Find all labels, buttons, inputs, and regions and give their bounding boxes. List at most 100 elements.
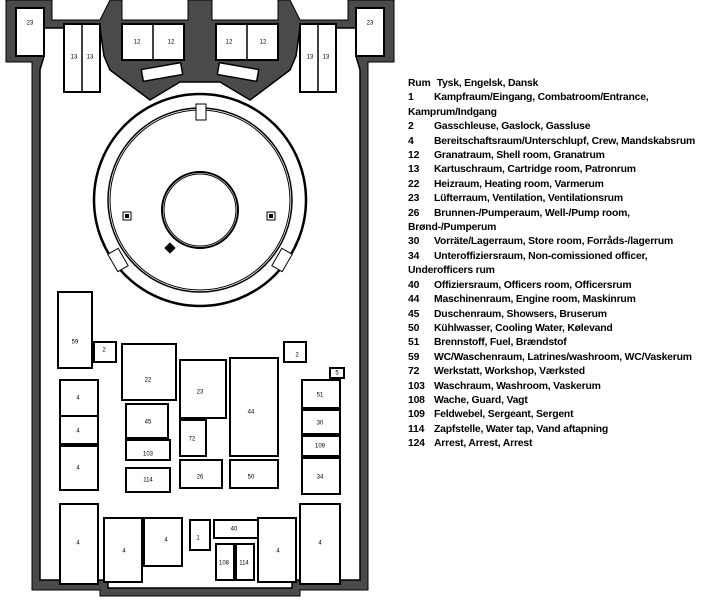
room-label: 2 (102, 348, 106, 354)
legend-entry: 45 Duschenraum, Showsers, Bruserum (408, 308, 713, 322)
legend-entry-text: Granatraum, Shell room, Granatrum (434, 150, 605, 162)
legend-entry-code: 59 (408, 351, 420, 363)
legend-entry-text: Gasschleuse, Gaslock, Gassluse (434, 121, 591, 133)
legend-entry-code: 114 (408, 423, 425, 435)
room-label: 59 (72, 340, 79, 346)
room-label: 23 (27, 21, 34, 27)
legend-entry-text: Kühlwasser, Cooling Water, Kølevand (434, 322, 613, 334)
central-turret (92, 92, 308, 308)
legend-entry-code: 108 (408, 394, 425, 406)
legend-entry: 108 Wache, Guard, Vagt (408, 394, 713, 408)
legend-header: Rum Tysk, Engelsk, Dansk (408, 77, 713, 91)
legend-entry-text: Lüfterraum, Ventilation, Ventilationsrum (434, 193, 623, 205)
room-label: 12 (226, 40, 233, 46)
legend-entry-code: 34 (408, 250, 420, 262)
room-label: 109 (315, 444, 326, 450)
room-label: 1 (196, 536, 200, 542)
room-label: 4 (122, 549, 126, 555)
room-label: 4 (76, 396, 80, 402)
legend-entry-code: 23 (408, 193, 420, 205)
legend-entry-text: Zapfstelle, Water tap, Vand aftapning (434, 423, 609, 435)
room-label: 13 (323, 55, 330, 61)
room-label: 4 (76, 429, 80, 435)
legend-entry-text: Feldwebel, Sergeant, Sergent (434, 409, 574, 421)
legend-entry: 23 Lüfterraum, Ventilation, Ventilationsr… (408, 192, 713, 206)
legend-entry-continuation: Underofficers rum (408, 265, 495, 277)
room-labels: 23 23 13 13 13 13 12 12 12 12 59 2 2 22 … (27, 21, 374, 567)
legend-entry: 114 Zapfstelle, Water tap, Vand aftapning (408, 423, 713, 437)
bunker-floor-plan: 23 23 13 13 13 13 12 12 12 12 59 2 2 22 … (5, 0, 395, 597)
room-label: 26 (197, 475, 204, 481)
room-label: 4 (318, 541, 322, 547)
legend-entry: 50 Kühlwasser, Cooling Water, Kølevand (408, 322, 713, 336)
legend-entry-code: 12 (408, 150, 420, 162)
room-label: 114 (143, 478, 153, 484)
top-rooms (15, 7, 385, 93)
room-label: 4 (276, 549, 280, 555)
room-label: 22 (145, 378, 152, 384)
legend-entry-code: 109 (408, 409, 425, 421)
legend-entry-code: 2 (408, 121, 414, 133)
legend-entry-text: Werkstatt, Workshop, Værksted (434, 366, 585, 378)
legend-entry: 59 WC/Waschenraum, Latrines/washroom, WC/… (408, 351, 713, 365)
room-label: 4 (164, 538, 168, 544)
legend-entry-code: 4 (408, 135, 414, 147)
right-wing (189, 341, 345, 585)
legend-entry-code: 51 (408, 337, 420, 349)
legend-entry-text: Waschraum, Washroom, Vaskerum (434, 380, 601, 392)
legend-entry-continuation: Kamprum/Indgang (408, 106, 497, 118)
legend-header-code: Rum (408, 78, 431, 89)
room-label: 51 (317, 393, 324, 399)
room-label: 114 (239, 561, 249, 567)
legend-entry: 40 Offiziersraum, Officers room, Officers… (408, 279, 713, 293)
legend-entry-text: Duschenraum, Showsers, Bruserum (434, 308, 607, 320)
room-label: 13 (87, 55, 94, 61)
legend-entry-code: 50 (408, 322, 420, 334)
room-label: 13 (71, 55, 78, 61)
legend-entry-text: Bereitschaftsraum/Unterschlupf, Crew, Ma… (434, 135, 695, 147)
legend-entry-text: Brennstoff, Fuel, Brændstof (434, 337, 567, 349)
legend-entry-text: Offiziersraum, Officers room, Officersru… (434, 279, 632, 291)
legend-entry: 12 Granatraum, Shell room, Granatrum (408, 149, 713, 163)
legend-entry: 2 Gasschleuse, Gaslock, Gassluse (408, 120, 713, 134)
legend-entry: 51 Brennstoff, Fuel, Brændstof (408, 336, 713, 350)
legend-entry-code: 44 (408, 294, 420, 306)
legend-header-text: Tysk, Engelsk, Dansk (436, 78, 539, 89)
room-label: 2 (295, 353, 299, 359)
legend-entry-code: 45 (408, 308, 420, 320)
room-label: 12 (260, 40, 267, 46)
room-label: 108 (219, 561, 230, 567)
room-label: 4 (76, 466, 80, 472)
room-label: 13 (307, 55, 314, 61)
legend-entry-text: Heizraum, Heating room, Varmerum (434, 178, 604, 190)
legend-entry-continuation: Brønd-/Pumperum (408, 222, 497, 234)
left-wing (57, 291, 279, 585)
legend-entry-text: WC/Waschenraum, Latrines/washroom, WC/Va… (434, 351, 692, 363)
legend-entry-text: Kampfraum/Eingang, Combatroom/Entrance, (434, 92, 649, 104)
legend-entry-code: 40 (408, 279, 420, 291)
legend-entry-text: Unteroffiziersraum, Non-comissioned offi… (434, 250, 648, 262)
legend-entry-text: Brunnen-/Pumperaum, Well-/Pump room, (434, 207, 630, 219)
room-label: 4 (76, 541, 80, 547)
legend-entry-text: Wache, Guard, Vagt (434, 394, 528, 406)
legend-entry-text: Kartuschraum, Cartridge room, Patronrum (434, 164, 636, 176)
room-label: 12 (168, 40, 175, 46)
room-label: 23 (197, 390, 204, 396)
room-label: 34 (317, 475, 324, 481)
room-label: 44 (248, 410, 255, 416)
legend-entry-text: Maschinenraum, Engine room, Maskinrum (434, 294, 636, 306)
legend-entry-code: 72 (408, 366, 420, 378)
room-label: 30 (317, 421, 324, 427)
legend-entry: 109 Feldwebel, Sergeant, Sergent (408, 408, 713, 422)
room-label: 45 (145, 420, 152, 426)
room-label: 103 (143, 452, 154, 458)
